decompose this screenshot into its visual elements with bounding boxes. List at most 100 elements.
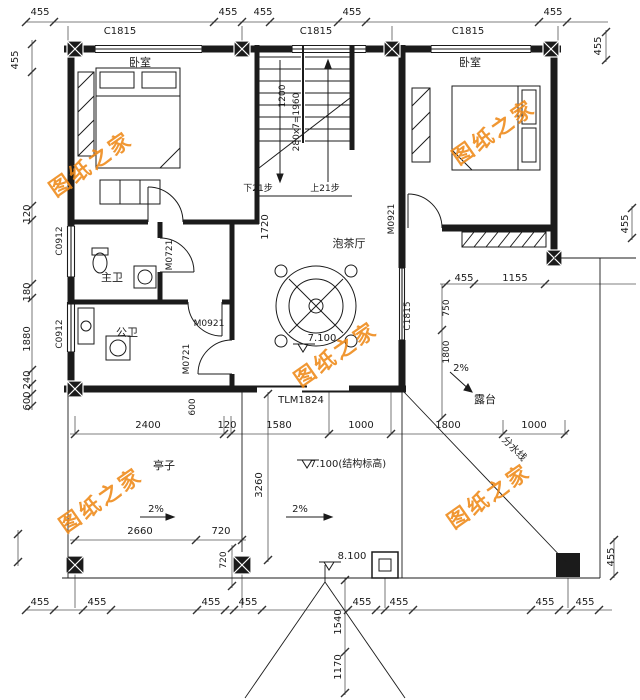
bed-left (95, 67, 181, 169)
watermark: 图纸之家 (290, 317, 382, 392)
dim-455-left-top: 455 (10, 50, 21, 69)
level-label-8100: 8.100 (338, 551, 367, 562)
door-label-m0921-b: M0921 (194, 319, 225, 329)
level-label-structural: 7.100(结构标高) (310, 457, 387, 470)
slope-arrows (140, 371, 473, 521)
window-label-c0912-b: C0912 (55, 319, 65, 348)
watermarks-layer: 图纸之家图纸之家图纸之家图纸之家图纸之家 (45, 95, 540, 538)
dim-455-top-e: 455 (543, 7, 562, 18)
dim-455-bot-d: 455 (238, 597, 257, 608)
dim-455-top-d: 455 (342, 7, 361, 18)
wardrobe-right (411, 87, 431, 163)
dim-455-bot-b: 455 (87, 597, 106, 608)
window-label-c1815-2: C1815 (300, 26, 332, 37)
dim-1580: 1580 (266, 420, 291, 431)
dim-1880-left: 1880 (22, 326, 33, 351)
dim-1000-a: 1000 (348, 420, 373, 431)
door-label-m0921-bedroom: M0921 (387, 204, 397, 235)
dim-1540: 1540 (333, 609, 344, 634)
slope-label-pavilion: 2% (148, 504, 164, 515)
doors (147, 186, 443, 375)
toilet (91, 247, 109, 274)
dim-455-bot-g: 455 (535, 597, 554, 608)
dim-3260: 3260 (254, 472, 265, 497)
room-label-public-bath: 公卫 (116, 326, 138, 339)
window-label-c1815-3: C1815 (452, 26, 484, 37)
dim-455-bot-c: 455 (201, 597, 220, 608)
dresser-left (99, 179, 161, 205)
solid-column (556, 553, 580, 577)
washer (105, 335, 131, 361)
dim-455-top-b: 455 (218, 7, 237, 18)
dim-1000-b: 1000 (521, 420, 546, 431)
dimension-lines (13, 17, 637, 698)
room-label-terrace: 露台 (474, 392, 496, 406)
stair-up-label: 上21步 (310, 183, 339, 194)
drying-rack (461, 231, 547, 248)
site-lines (62, 257, 636, 699)
water-divide-line (403, 391, 567, 563)
slope-label-terrace: 2% (453, 363, 469, 374)
dim-1800-mid: 1800 (435, 420, 460, 431)
dim-1170: 1170 (333, 654, 344, 679)
dim-720-a: 720 (211, 526, 230, 537)
wardrobe-left (77, 71, 95, 157)
dim-455-right-top: 455 (593, 36, 604, 55)
dim-455-top-a: 455 (30, 7, 49, 18)
window-label-c0912-a: C0912 (55, 226, 65, 255)
door-label-m0721-b: M0721 (182, 344, 192, 375)
dim-455-bot-f: 455 (389, 597, 408, 608)
dim-720-b: 720 (219, 551, 229, 568)
hollow-column (371, 551, 399, 579)
dim-455-right-mid: 455 (620, 214, 631, 233)
roof-ridge-right (324, 581, 406, 699)
dim-455-bot-e: 455 (352, 597, 371, 608)
sink-master (133, 265, 157, 289)
dim-455-bot-h: 455 (575, 597, 594, 608)
dim-600-inner: 600 (188, 398, 198, 415)
dim-2400: 2400 (135, 420, 160, 431)
dim-120-left: 120 (22, 204, 33, 223)
dim-2660: 2660 (127, 526, 152, 537)
watermark: 图纸之家 (45, 127, 137, 202)
dim-455-right-bot: 455 (606, 547, 617, 566)
slope-label-center: 2% (292, 504, 308, 515)
dim-455-top-c: 455 (253, 7, 272, 18)
basin-public (77, 307, 95, 345)
stair-dim-280x7: 280x7=1960 (292, 92, 302, 151)
waterline-label: 分水线 (499, 433, 529, 463)
dim-1720: 1720 (260, 214, 271, 239)
room-label-pavilion: 亭子 (153, 458, 175, 472)
room-label-bedroom-left: 卧室 (129, 55, 151, 69)
door-label-m0721-a: M0721 (165, 240, 175, 271)
dim-180-left: 180 (22, 282, 33, 301)
dim-120-mid: 120 (217, 420, 236, 431)
dim-455-terrace: 455 (454, 273, 473, 284)
room-label-master-bath: 主卫 (101, 271, 123, 284)
watermark: 图纸之家 (443, 459, 535, 534)
window-label-c1815-right: C1815 (403, 301, 413, 330)
watermark: 图纸之家 (448, 95, 540, 170)
bed-right (451, 85, 541, 171)
dim-240-left: 240 (22, 370, 33, 389)
roof-ridge-left (244, 581, 326, 699)
stair-down-label: 下21步 (243, 183, 272, 194)
door-label-tlm1824: TLM1824 (277, 395, 324, 406)
tea-table (274, 264, 358, 348)
stairs (257, 45, 352, 197)
dim-750-terrace: 750 (442, 299, 452, 316)
sliding-door-tlm1824 (257, 385, 352, 393)
interior-walls (68, 45, 355, 391)
room-label-bedroom-right: 卧室 (459, 55, 481, 69)
furniture (77, 67, 547, 361)
dim-600-left: 600 (22, 391, 33, 410)
room-label-tea-hall: 泡茶厅 (333, 236, 366, 250)
dim-1155-terrace: 1155 (502, 273, 527, 284)
dim-455-bot-a: 455 (30, 597, 49, 608)
windows (66, 44, 532, 353)
level-label-tea: 7.100 (308, 333, 337, 344)
window-label-c1815-1: C1815 (104, 26, 136, 37)
